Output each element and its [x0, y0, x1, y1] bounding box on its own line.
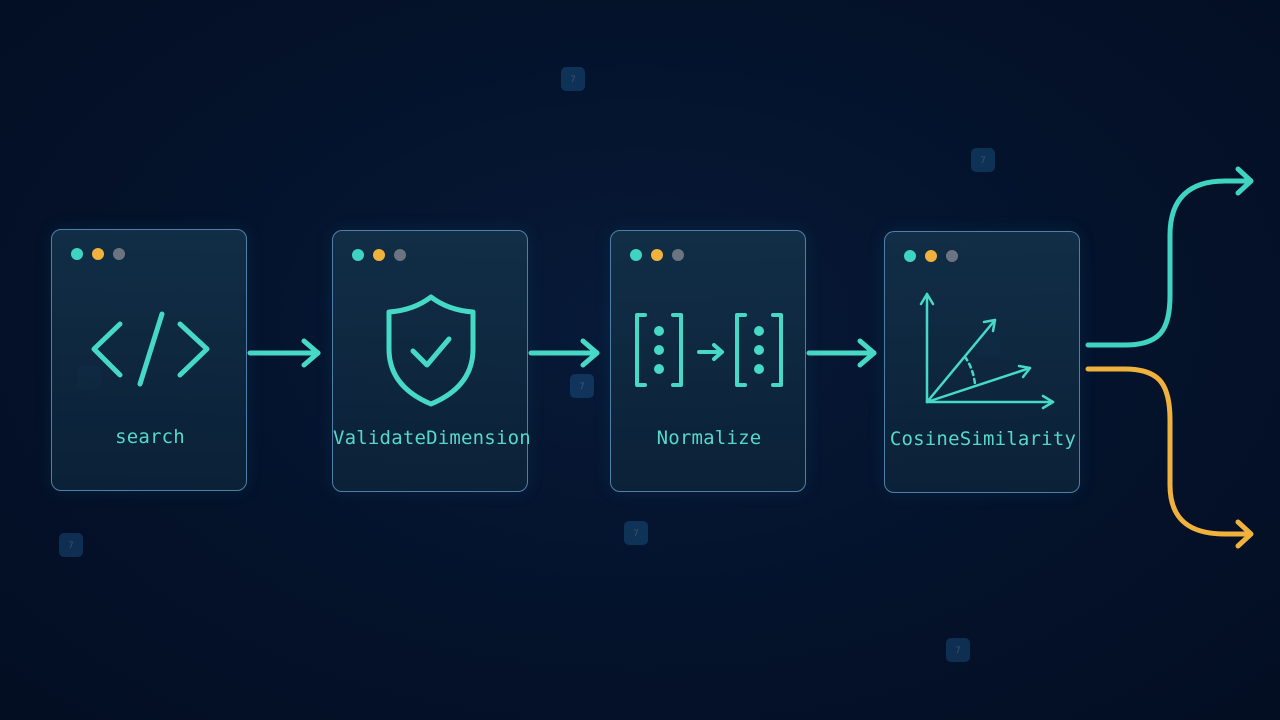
watermark-logo-icon: 7 — [945, 637, 971, 667]
dot-teal — [71, 248, 83, 260]
dot-amber — [651, 249, 663, 261]
watermark-logo-icon: 7 — [58, 532, 84, 562]
dot-amber — [92, 248, 104, 260]
branch-arrow-top — [1085, 166, 1254, 348]
dot-gray — [672, 249, 684, 261]
window-controls — [904, 250, 958, 262]
node-label: search — [115, 426, 185, 448]
dot-teal — [904, 250, 916, 262]
watermark-logo-icon: 7 — [970, 147, 996, 177]
svg-text:7: 7 — [980, 156, 986, 166]
arrow-normalize-to-cosine — [806, 338, 877, 368]
svg-text:7: 7 — [579, 382, 585, 392]
node-label: CosineSimilarity — [889, 428, 1077, 450]
node-label: ValidateDimension — [333, 427, 531, 449]
branch-arrow-bottom — [1085, 366, 1254, 549]
code-brackets-icon — [52, 286, 248, 422]
dot-gray — [946, 250, 958, 262]
svg-text:7: 7 — [68, 541, 74, 551]
node-validate-dimension: ValidateDimension — [332, 230, 531, 492]
node-search: search — [51, 229, 247, 491]
watermark-logo-icon: 7 — [560, 66, 586, 96]
dot-gray — [113, 248, 125, 260]
node-cosine-similarity: CosineSimilarity — [884, 231, 1080, 493]
dot-teal — [352, 249, 364, 261]
watermark-logo-icon: 7 — [569, 373, 595, 403]
svg-text:7: 7 — [955, 646, 961, 656]
dot-teal — [630, 249, 642, 261]
window-controls — [630, 249, 684, 261]
node-normalize: Normalize — [610, 230, 806, 492]
vector-normalize-icon — [611, 287, 807, 423]
window-controls — [71, 248, 125, 260]
shield-check-icon — [333, 287, 529, 423]
svg-text:7: 7 — [570, 75, 576, 85]
window-controls — [352, 249, 406, 261]
svg-text:7: 7 — [633, 529, 639, 539]
vector-angle-icon — [885, 288, 1081, 424]
arrow-validate-to-normalize — [528, 338, 600, 368]
dot-amber — [925, 250, 937, 262]
watermark-logo-icon: 7 — [623, 520, 649, 550]
arrow-search-to-validate — [247, 338, 321, 368]
dot-gray — [394, 249, 406, 261]
dot-amber — [373, 249, 385, 261]
node-label: Normalize — [656, 427, 762, 449]
